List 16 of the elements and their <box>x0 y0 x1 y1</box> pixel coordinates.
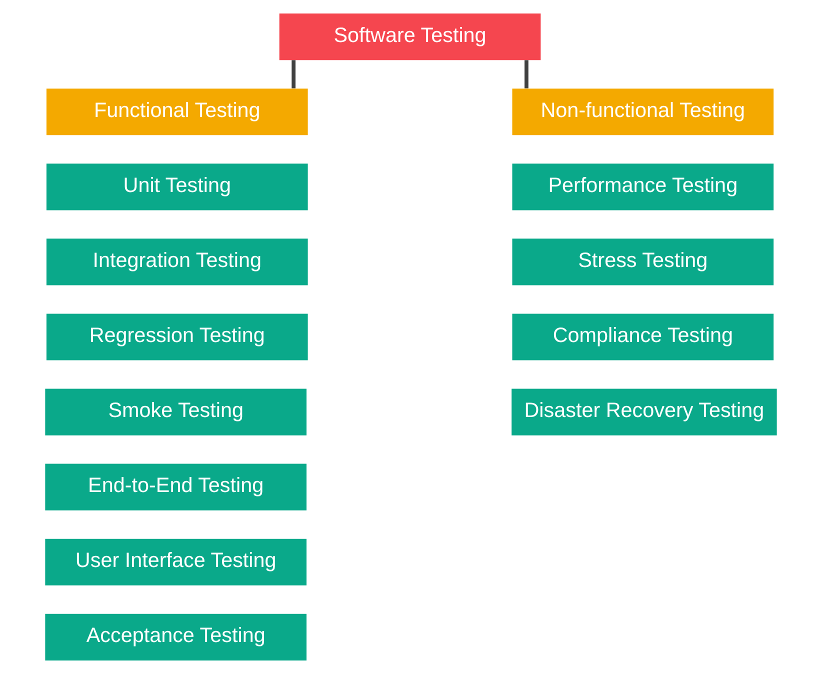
node-box: User Interface Testing <box>44 538 306 586</box>
node-box: Unit Testing <box>46 164 308 210</box>
node-box: Smoke Testing <box>44 388 306 436</box>
node-box: Compliance Testing <box>512 314 774 360</box>
connector <box>291 60 296 88</box>
node-box: Integration Testing <box>46 238 308 286</box>
connector <box>524 60 528 88</box>
node-box: Acceptance Testing <box>44 614 306 660</box>
node-box: Software Testing <box>278 14 540 60</box>
node-box: End-to-End Testing <box>44 464 306 510</box>
node-box: Performance Testing <box>512 164 774 210</box>
node-box: Functional Testing <box>46 88 308 136</box>
node-box: Non-functional Testing <box>512 88 774 136</box>
node-box: Stress Testing <box>512 238 774 286</box>
node-box: Disaster Recovery Testing <box>511 388 776 436</box>
node-box: Regression Testing <box>46 314 308 360</box>
